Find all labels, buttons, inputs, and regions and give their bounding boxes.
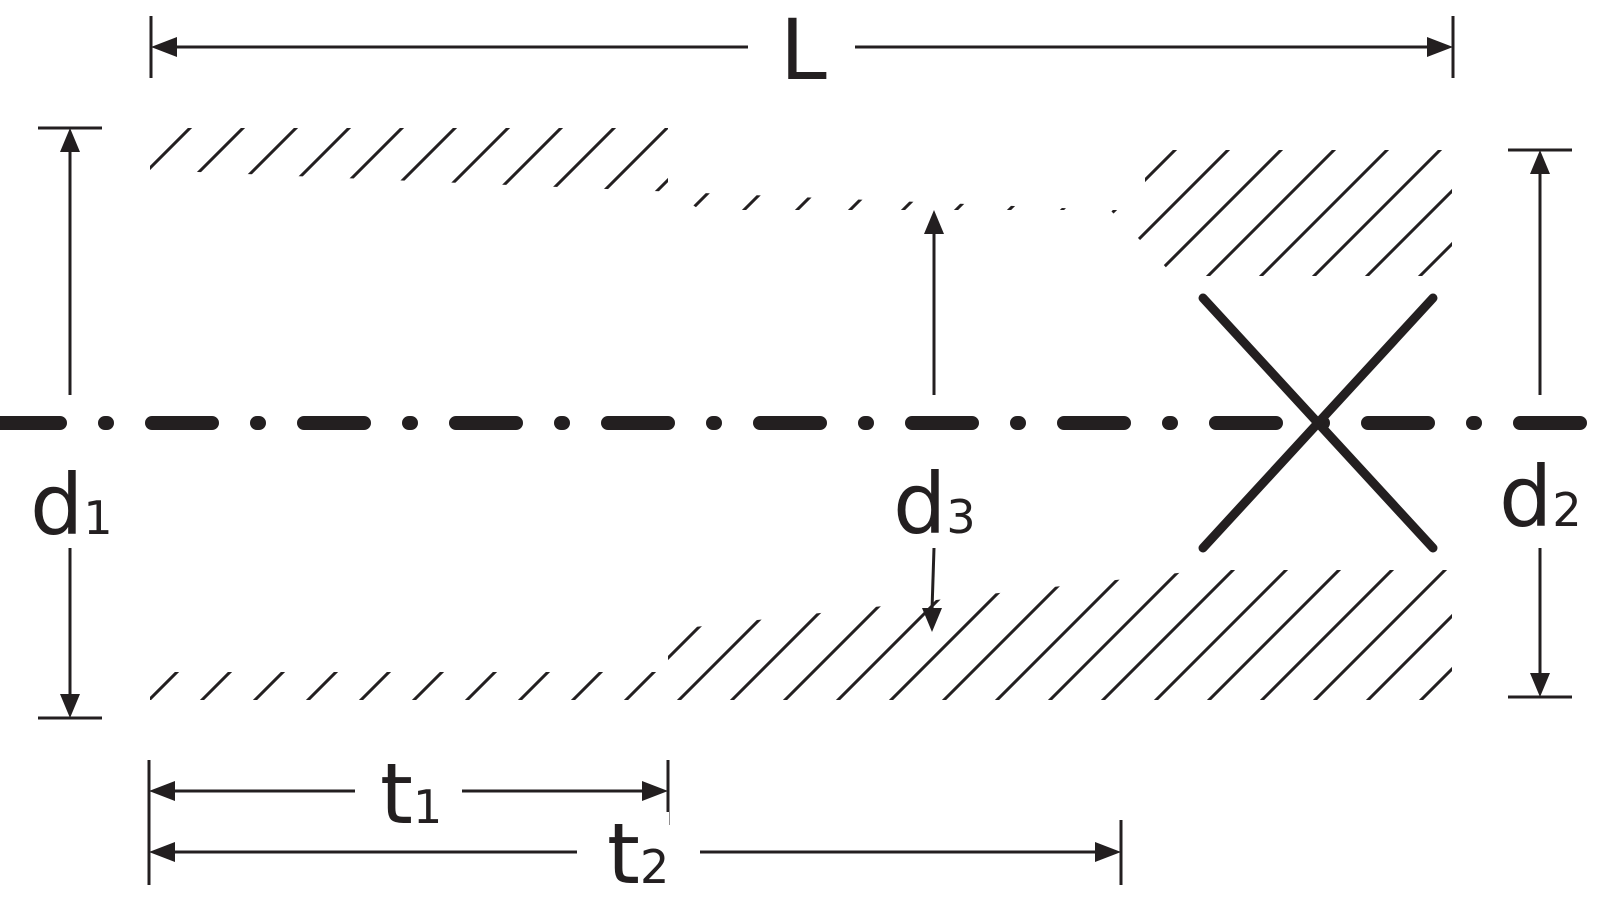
hatch-line bbox=[349, 128, 518, 276]
t2-dimension bbox=[149, 820, 1123, 885]
hatch-line bbox=[1038, 128, 1207, 276]
d2-dimension bbox=[1508, 148, 1572, 699]
hatch-line bbox=[150, 128, 306, 276]
hatch-line bbox=[1144, 128, 1313, 276]
d1-dimension bbox=[38, 126, 102, 720]
hatch-line bbox=[0, 560, 130, 710]
hatch-line bbox=[150, 128, 200, 276]
length-dimension bbox=[149, 16, 1455, 78]
t2-index: 2 bbox=[639, 840, 670, 894]
hatch-line bbox=[826, 128, 995, 276]
hatch-line bbox=[1356, 128, 1452, 276]
hatch-line bbox=[150, 128, 253, 276]
hatch-line bbox=[1250, 570, 1404, 700]
hatch-line bbox=[1303, 570, 1452, 700]
d2-index: 2 bbox=[1552, 483, 1582, 537]
hatch-line bbox=[932, 128, 1101, 276]
hatch-line bbox=[1144, 570, 1298, 700]
hatch-line bbox=[1197, 570, 1351, 700]
hatch-line bbox=[1356, 570, 1452, 700]
d3-symbol: d bbox=[893, 455, 947, 553]
hatch-line bbox=[1409, 128, 1452, 276]
square-drive-cross-mark bbox=[1198, 293, 1438, 553]
hatch-line bbox=[1091, 570, 1245, 700]
hatch-line bbox=[1091, 128, 1260, 276]
hatch-line bbox=[1409, 570, 1452, 700]
d3-dimension bbox=[922, 210, 944, 632]
d1-index: 1 bbox=[83, 491, 113, 545]
hatch-line bbox=[773, 128, 942, 276]
t1-label: t1 bbox=[380, 752, 443, 836]
t1-dimension bbox=[147, 760, 670, 885]
hatch-line bbox=[296, 128, 465, 276]
t1-index: 1 bbox=[412, 780, 443, 834]
hatch-line bbox=[402, 128, 571, 276]
hatch-line bbox=[243, 128, 412, 276]
hatch-line bbox=[1197, 128, 1366, 276]
hatch-line bbox=[879, 128, 1048, 276]
d1-label: d1 bbox=[30, 463, 113, 547]
hatch-line bbox=[985, 570, 1139, 700]
hatch-line bbox=[985, 128, 1154, 276]
t1-symbol: t bbox=[380, 745, 413, 843]
hatch-line bbox=[455, 128, 624, 276]
t2-symbol: t bbox=[607, 805, 640, 903]
d2-label: d2 bbox=[1499, 455, 1582, 539]
hatch-line bbox=[1303, 128, 1452, 276]
hatch-line bbox=[190, 128, 359, 276]
d2-symbol: d bbox=[1499, 448, 1553, 546]
hatch-line bbox=[508, 128, 677, 276]
d3-index: 3 bbox=[946, 490, 976, 544]
hatch-line bbox=[667, 128, 836, 276]
upper-wall-hatching bbox=[150, 128, 1452, 276]
hatch-line bbox=[1038, 570, 1192, 700]
length-label: L bbox=[780, 1, 827, 99]
t2-label: t2 bbox=[607, 812, 670, 896]
d3-label: d3 bbox=[893, 462, 976, 546]
d1-symbol: d bbox=[30, 456, 84, 554]
lower-wall-hatching bbox=[0, 560, 1452, 710]
hatch-line bbox=[1250, 128, 1419, 276]
hatch-line bbox=[720, 128, 889, 276]
hatch-line bbox=[614, 128, 783, 276]
hatch-line bbox=[561, 128, 730, 276]
